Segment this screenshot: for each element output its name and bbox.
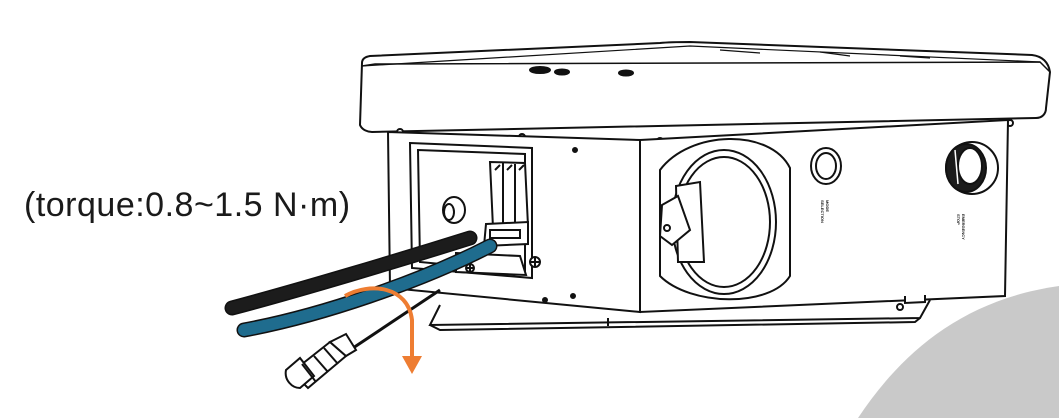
rotation-arrow-icon [344,286,422,374]
mounting-bracket [428,299,931,332]
corner-decoration [858,286,1059,418]
screwdriver-icon [284,288,441,390]
enclosure-lid [358,40,1052,145]
cables [224,230,498,338]
mode-selection-button [810,147,842,185]
charging-socket [658,138,791,301]
emergency-stop-label: EMERGENCYSTOP [956,214,966,240]
torque-specification: (torque:0.8~1.5 N·m) [24,186,351,224]
mode-selection-label: MODESELECTION [820,200,830,223]
emergency-stop-button [945,141,999,195]
